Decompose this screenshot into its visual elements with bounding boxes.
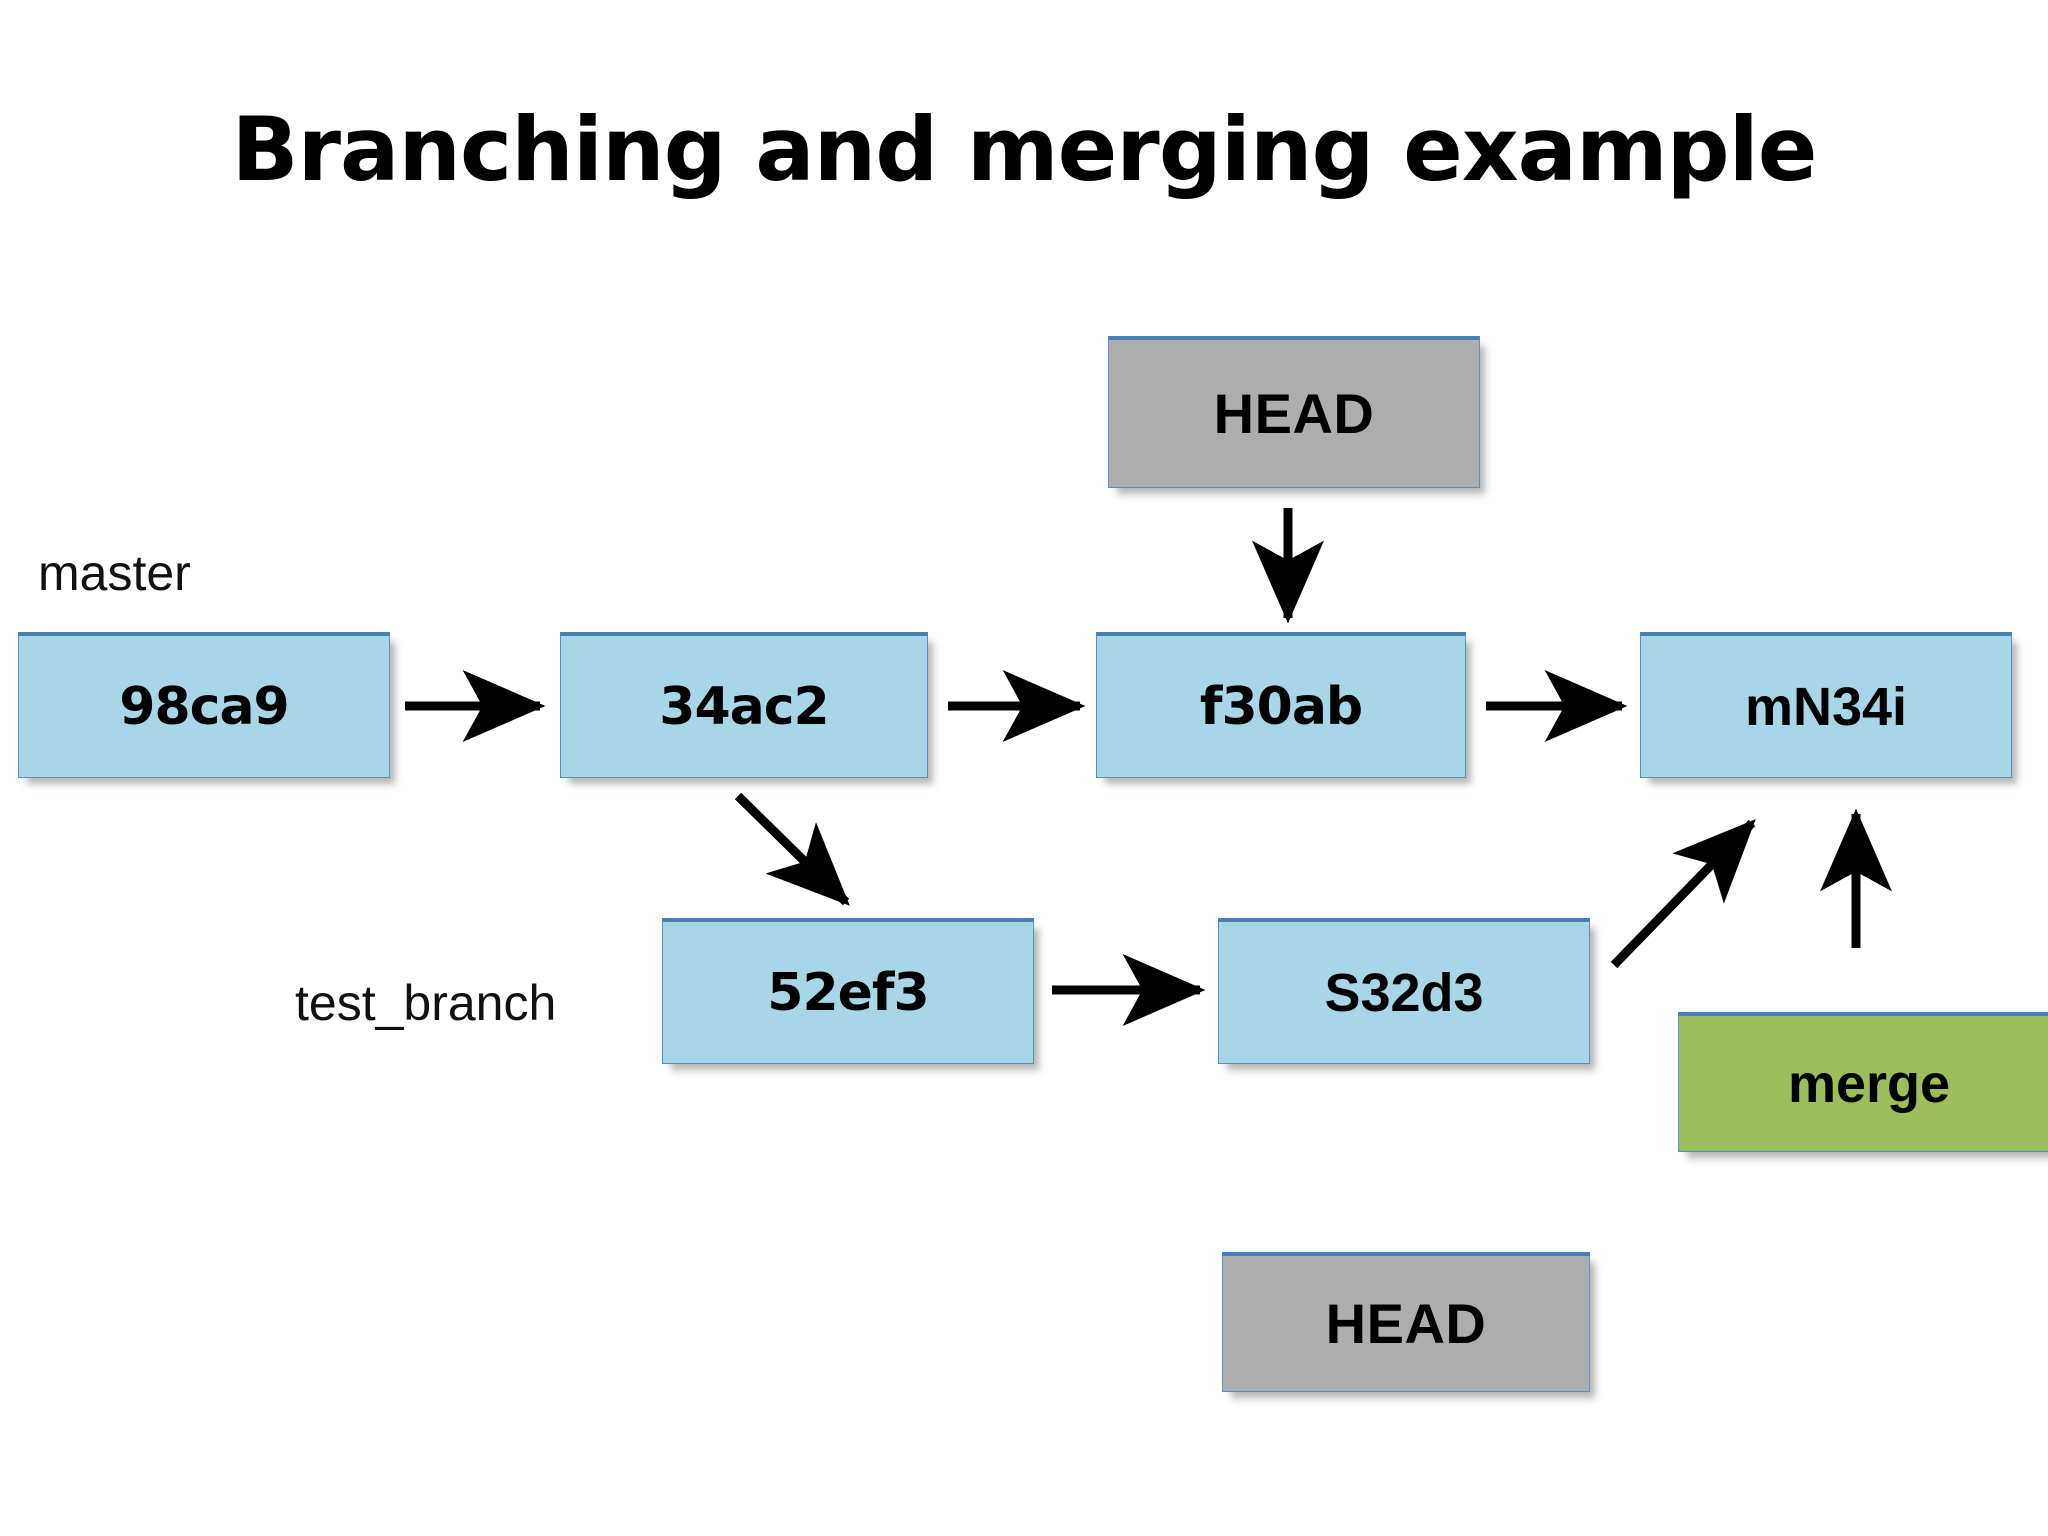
arrow-34ac2-to-52ef3 bbox=[734, 792, 850, 906]
merge-node[interactable]: merge bbox=[1678, 1012, 2048, 1152]
commit-node-98ca9[interactable]: 98ca9 bbox=[18, 632, 390, 778]
branch-label-test-branch: test_branch bbox=[295, 975, 557, 1031]
commit-node-S32d3[interactable]: S32d3 bbox=[1218, 918, 1590, 1064]
commit-label: 34ac2 bbox=[659, 676, 829, 737]
merge-label: merge bbox=[1787, 1053, 1951, 1114]
commit-label: 98ca9 bbox=[119, 676, 289, 737]
head-label: HEAD bbox=[1213, 381, 1375, 445]
commit-node-f30ab[interactable]: f30ab bbox=[1096, 632, 1466, 778]
branch-label-master: master bbox=[38, 545, 191, 601]
commit-label: 52ef3 bbox=[767, 962, 929, 1023]
commit-label: S32d3 bbox=[1324, 962, 1484, 1023]
head-pointer-bottom[interactable]: HEAD bbox=[1222, 1252, 1590, 1392]
commit-label: f30ab bbox=[1199, 676, 1363, 737]
arrow-S32d3-to-mN34i bbox=[1610, 819, 1756, 969]
commit-node-mN34i[interactable]: mN34i bbox=[1640, 632, 2012, 778]
commit-node-34ac2[interactable]: 34ac2 bbox=[560, 632, 928, 778]
page-title: Branching and merging example bbox=[231, 98, 1818, 201]
head-pointer-top[interactable]: HEAD bbox=[1108, 336, 1480, 488]
head-label: HEAD bbox=[1325, 1291, 1487, 1355]
commit-node-52ef3[interactable]: 52ef3 bbox=[662, 918, 1034, 1064]
commit-label: mN34i bbox=[1744, 676, 1908, 737]
